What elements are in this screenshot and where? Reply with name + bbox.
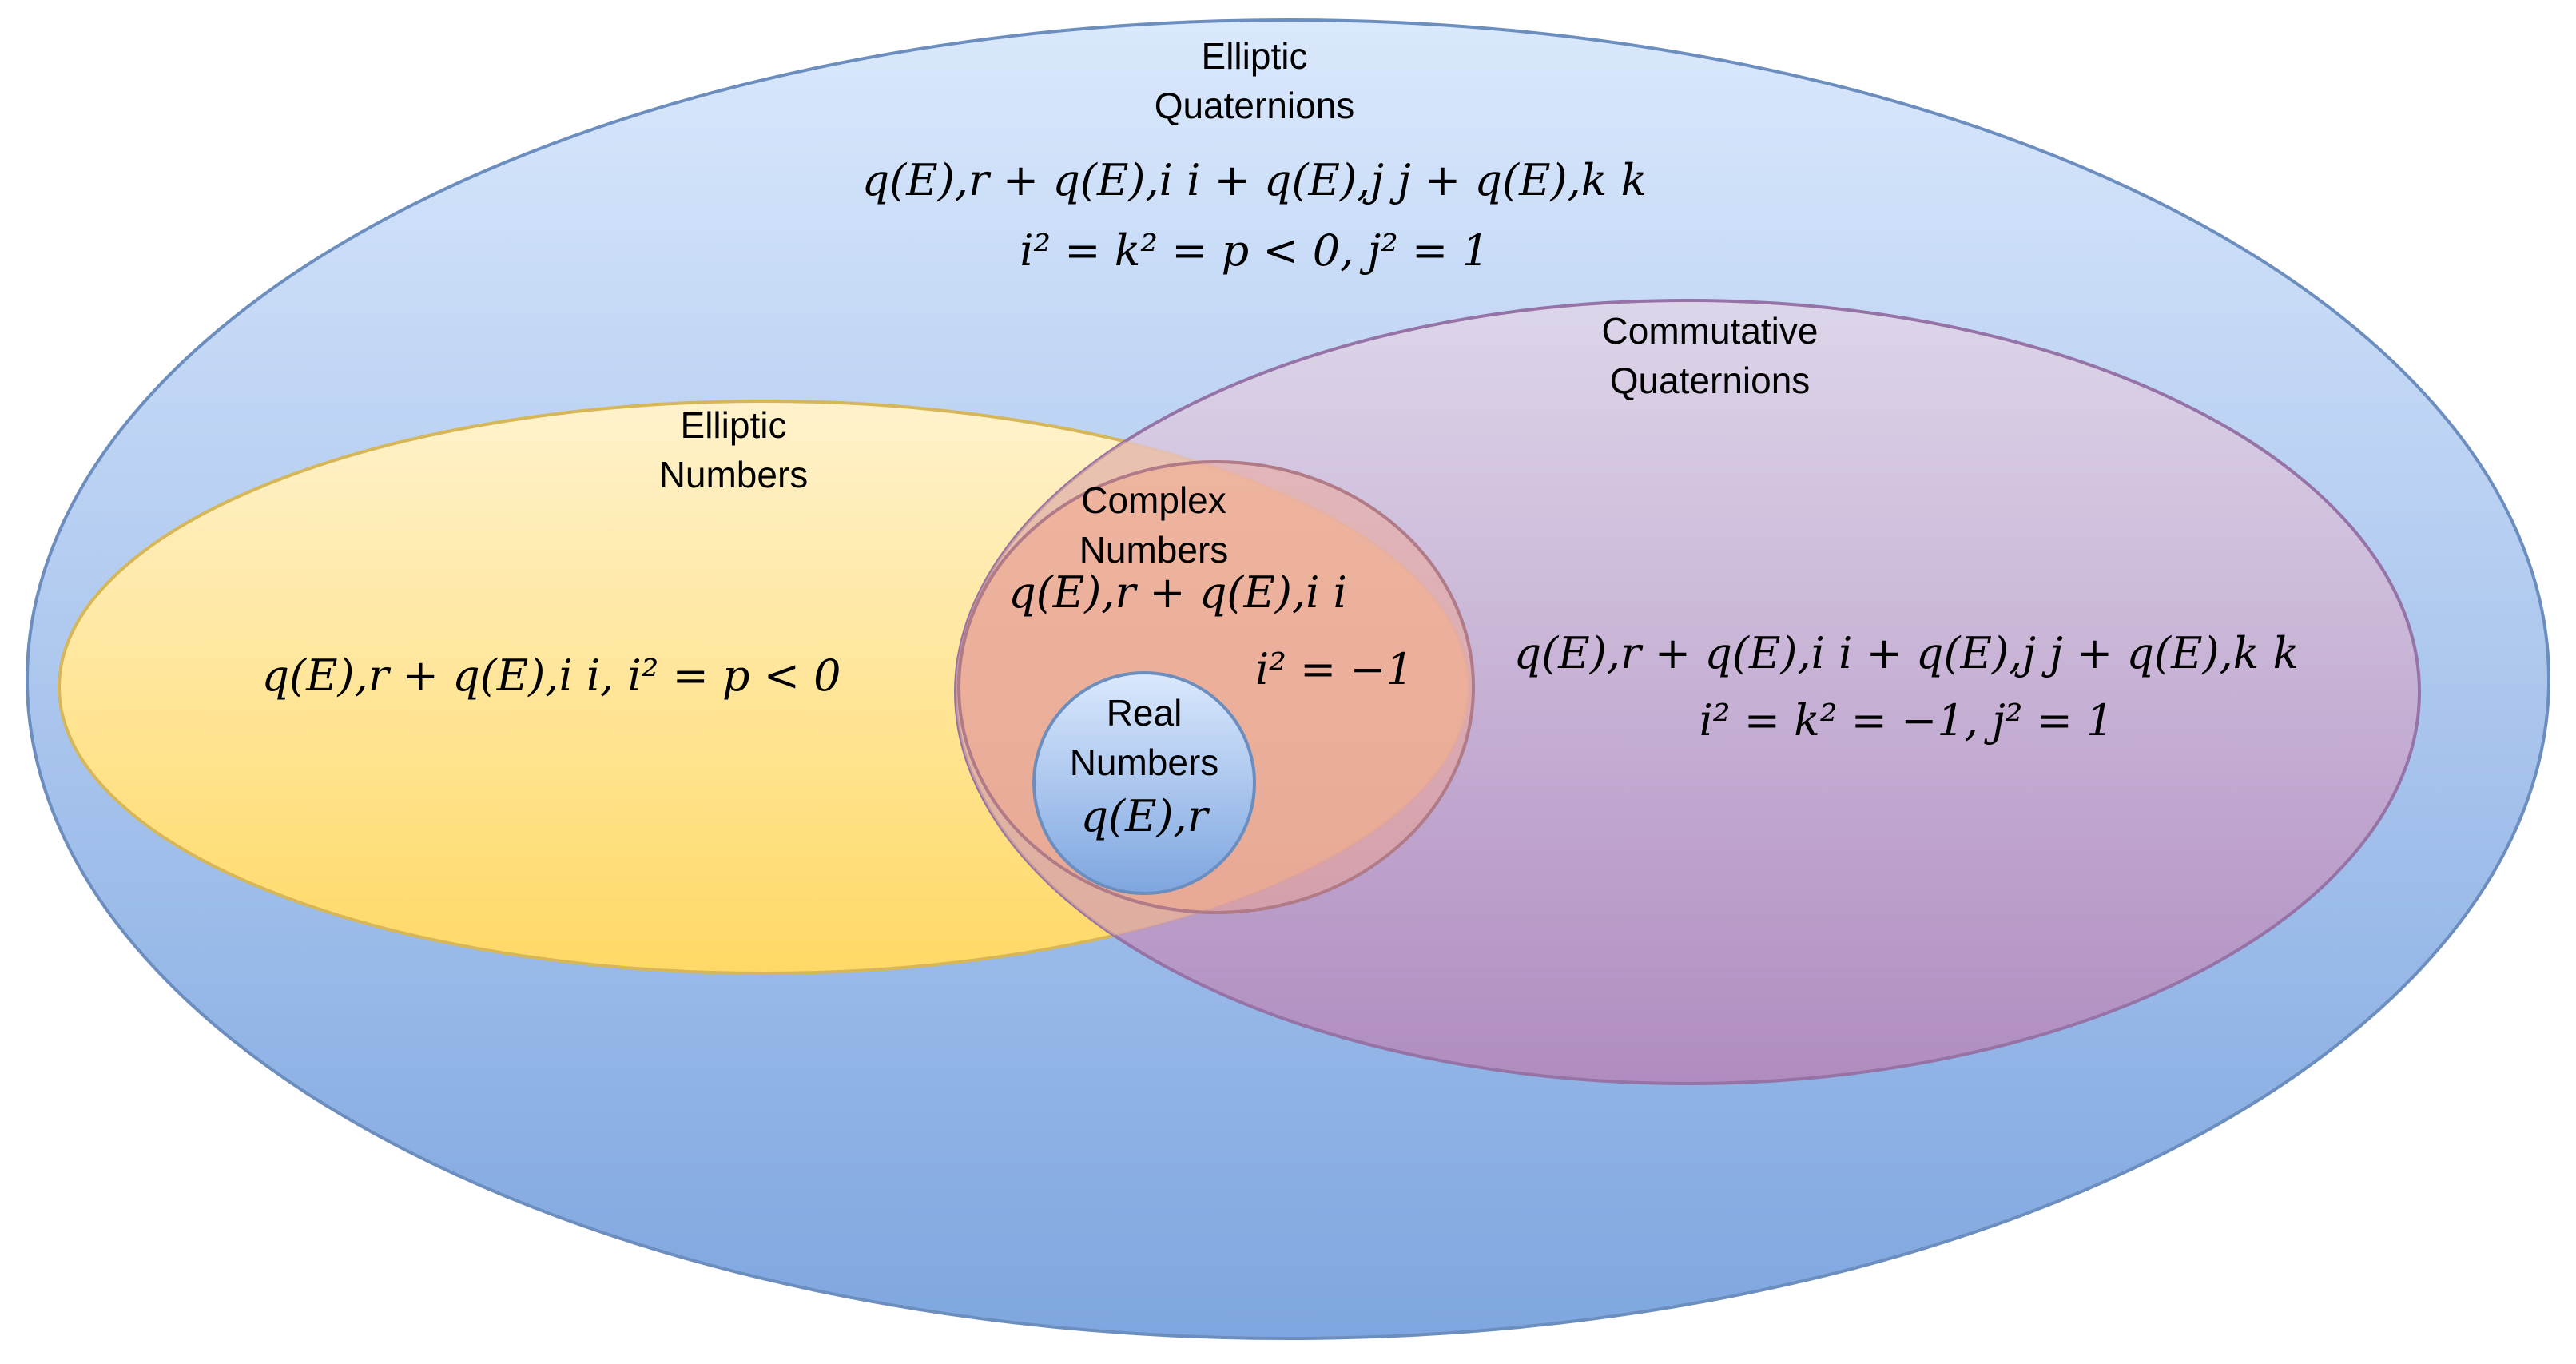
complex-numbers-formula-line2: i² = −1	[1255, 644, 1413, 694]
elliptic-quaternions-title-line1: Elliptic	[1202, 35, 1308, 77]
real-numbers-title-line2: Numbers	[1070, 742, 1219, 783]
real-numbers-formula: q(E),r	[1080, 791, 1210, 841]
commutative-quaternions-title-line1: Commutative	[1602, 310, 1819, 352]
complex-numbers-title-line2: Numbers	[1079, 529, 1229, 571]
complex-numbers-title-line1: Complex	[1081, 479, 1226, 521]
elliptic-numbers-title-line2: Numbers	[659, 454, 809, 495]
complex-numbers-formula-line1: q(E),r + q(E),i i	[1008, 567, 1347, 618]
commutative-quaternions-title-line2: Quaternions	[1610, 360, 1811, 401]
elliptic-quaternions-formula-line1: q(E),r + q(E),i i + q(E),j j + q(E),k k	[862, 155, 1648, 205]
elliptic-quaternions-formula-line2: i² = k² = p < 0, j² = 1	[1020, 225, 1489, 276]
elliptic-numbers-formula: q(E),r + q(E),i i, i² = p < 0	[262, 650, 841, 701]
real-numbers-title-line1: Real	[1107, 692, 1183, 734]
elliptic-numbers-title-line1: Elliptic	[681, 404, 787, 446]
real-numbers-circle	[1032, 671, 1256, 895]
elliptic-quaternions-title-line2: Quaternions	[1155, 85, 1355, 126]
commutative-quaternions-formula-line1: q(E),r + q(E),i i + q(E),j j + q(E),k k	[1514, 628, 2300, 678]
commutative-quaternions-formula-line2: i² = k² = −1, j² = 1	[1699, 695, 2114, 746]
